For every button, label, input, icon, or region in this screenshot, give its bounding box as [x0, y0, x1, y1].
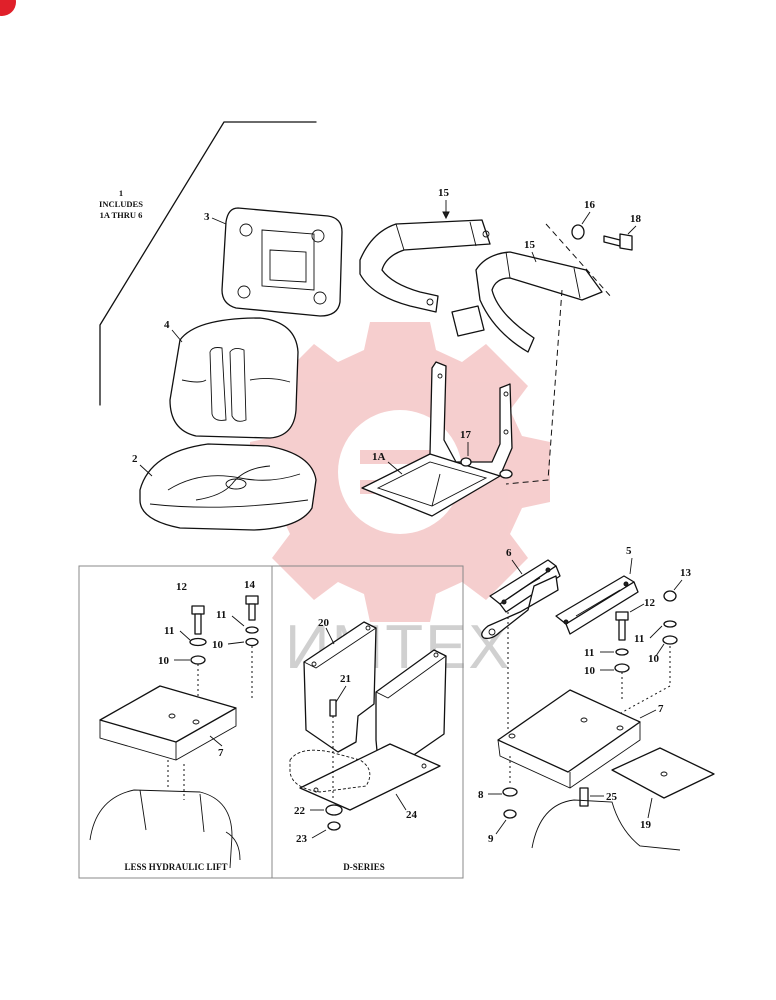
- callout-2: 2: [132, 453, 138, 465]
- includes-bracket: [99, 121, 317, 406]
- callout-14: 14: [244, 579, 256, 591]
- callout-15-right: 15: [524, 239, 536, 251]
- callout-10-right-b: 10: [648, 653, 660, 665]
- mount-bracket-7-right: [497, 689, 641, 789]
- seat-cushion: [139, 443, 317, 531]
- washer-8: [502, 787, 518, 797]
- callout-9: 9: [488, 833, 494, 845]
- callout-1: 1: [119, 188, 123, 198]
- includes-note-line2: 1A THRU 6: [100, 210, 143, 220]
- panel-less-hydraulic-lift: [89, 595, 259, 869]
- callout-8: 8: [478, 789, 484, 801]
- callout-21: 21: [340, 673, 351, 685]
- callout-11-right-b: 11: [634, 633, 644, 645]
- callout-16: 16: [584, 199, 596, 211]
- panel-d-series: [289, 621, 447, 831]
- includes-note-line1: INCLUDES: [99, 199, 143, 209]
- nut-9: [503, 809, 517, 819]
- callout-4: 4: [164, 319, 170, 331]
- seat-slide-5: [555, 575, 639, 635]
- callout-22: 22: [294, 805, 306, 817]
- bolt-12-right: [614, 611, 630, 700]
- plate-19: [611, 747, 715, 799]
- nut-17: [460, 457, 472, 467]
- tractor-body-right: [531, 799, 681, 851]
- seat-slide-6: [481, 559, 561, 640]
- callout-19: 19: [640, 819, 652, 831]
- callout-10-left-b: 10: [158, 655, 170, 667]
- back-cushion: [169, 317, 299, 439]
- callout-11-right-a: 11: [584, 647, 594, 659]
- callout-23: 23: [296, 833, 308, 845]
- callout-25: 25: [606, 791, 618, 803]
- callout-10-left-a: 10: [212, 639, 224, 651]
- seat-belt-right: [451, 251, 603, 353]
- callout-12-right: 12: [644, 597, 656, 609]
- callout-15-left: 15: [438, 187, 450, 199]
- callout-24: 24: [406, 809, 418, 821]
- callout-10-right-a: 10: [584, 665, 596, 677]
- callout-18: 18: [630, 213, 642, 225]
- bolt-18: [603, 233, 633, 251]
- seat-belt-left: [359, 219, 491, 313]
- callout-11-left-b: 11: [216, 609, 226, 621]
- callout-7-right: 7: [658, 703, 664, 715]
- caption-less-hydraulic-lift: LESS HYDRAULIC LIFT: [124, 862, 227, 872]
- callout-13: 13: [680, 567, 692, 579]
- callout-11-left-a: 11: [164, 625, 174, 637]
- washer-16: [571, 224, 585, 240]
- callout-3: 3: [204, 211, 210, 223]
- callout-1a: 1A: [372, 451, 386, 463]
- panels-frame: [78, 565, 464, 879]
- callout-7-left: 7: [218, 747, 224, 759]
- corner-mark: [0, 0, 16, 16]
- callout-6: 6: [506, 547, 512, 559]
- seat-frame: [361, 361, 513, 517]
- callout-20: 20: [318, 617, 330, 629]
- callout-12-left: 12: [176, 581, 188, 593]
- caption-d-series: D-SERIES: [343, 862, 385, 872]
- bushing-25: [579, 787, 589, 807]
- back-cushion-plate: [221, 207, 343, 317]
- callout-17: 17: [460, 429, 472, 441]
- callout-5: 5: [626, 545, 632, 557]
